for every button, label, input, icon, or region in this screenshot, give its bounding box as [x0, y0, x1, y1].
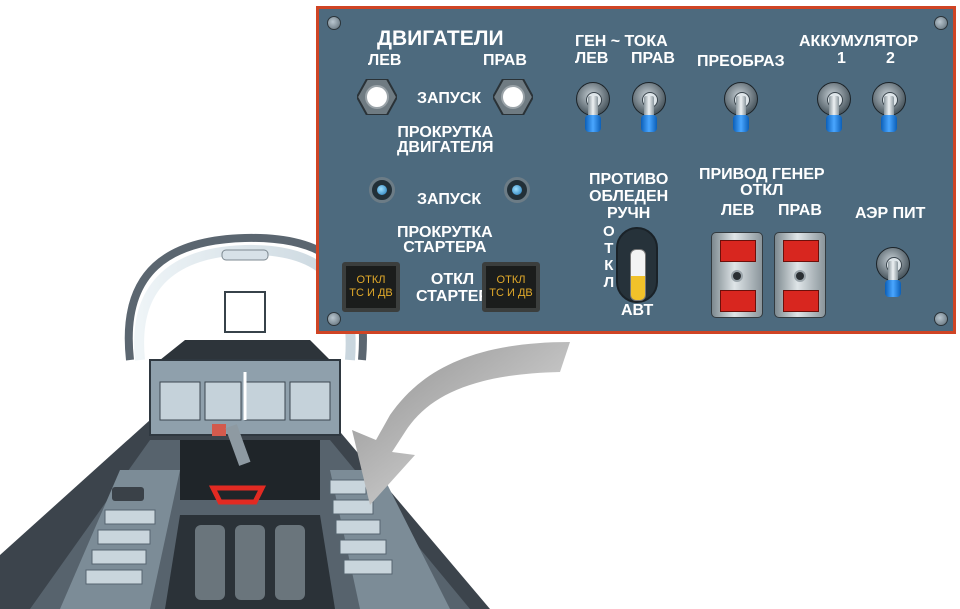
anti-ice-off-label: О Т К Л [603, 223, 615, 291]
generator-left-label: ЛЕВ [575, 50, 609, 67]
crank-engine-left-button[interactable] [369, 177, 395, 203]
anti-ice-switch[interactable] [616, 227, 658, 303]
battery-1-toggle[interactable] [817, 82, 851, 142]
engine-right-start-button[interactable] [493, 79, 533, 115]
engines-title: ДВИГАТЕЛИ [377, 27, 504, 50]
start-label: ЗАПУСК [417, 191, 482, 208]
generator-right-label: ПРАВ [631, 50, 675, 67]
generator-left-toggle[interactable] [576, 82, 610, 142]
engine-left-start-button[interactable] [357, 79, 397, 115]
battery-2-toggle[interactable] [872, 82, 906, 142]
generator-right-toggle[interactable] [632, 82, 666, 142]
anti-ice-auto-label: АВТ [621, 302, 654, 319]
airfield-power-toggle[interactable] [876, 247, 910, 307]
battery-2-label: 2 [886, 50, 895, 67]
panel-screw [327, 16, 341, 30]
crank-engine-label: ПРОКРУТКА ДВИГАТЕЛЯ [397, 124, 494, 156]
callout-arrow [352, 342, 570, 505]
starter-off-label: ОТКЛ СТАРТЕР [416, 271, 490, 305]
engine-control-panel: ДВИГАТЕЛИ ЛЕВ ПРАВ ЗАПУСК ПРОКРУТКА ДВИГ… [316, 6, 956, 334]
crank-engine-right-button[interactable] [504, 177, 530, 203]
start-label: ЗАПУСК [417, 90, 482, 107]
anti-ice-label: ПРОТИВО ОБЛЕДЕН РУЧН [589, 171, 669, 222]
generator-drive-label: ПРИВОД ГЕНЕР ОТКЛ [699, 166, 825, 199]
panel-screw [934, 312, 948, 326]
generator-drive-right-switch[interactable] [774, 232, 826, 318]
panel-screw [934, 16, 948, 30]
generator-drive-right-label: ПРАВ [778, 202, 822, 219]
generator-drive-left-switch[interactable] [711, 232, 763, 318]
engine-right-label: ПРАВ [483, 52, 527, 69]
converter-toggle[interactable] [724, 82, 758, 142]
crank-starter-label: ПРОКРУТКА СТАРТЕРА [397, 224, 493, 256]
converter-label: ПРЕОБРАЗ [697, 53, 785, 70]
battery-title: АККУМУЛЯТОР [799, 33, 919, 50]
generator-title: ГЕН ~ ТОКА [575, 33, 668, 50]
engine-left-label: ЛЕВ [368, 52, 402, 69]
starter-off-right-indicator: ОТКЛ ТС И ДВ [482, 262, 540, 312]
panel-screw [327, 312, 341, 326]
generator-drive-left-label: ЛЕВ [721, 202, 755, 219]
airfield-power-label: АЭР ПИТ [855, 205, 926, 222]
battery-1-label: 1 [837, 50, 846, 67]
starter-off-left-indicator: ОТКЛ ТС И ДВ [342, 262, 400, 312]
